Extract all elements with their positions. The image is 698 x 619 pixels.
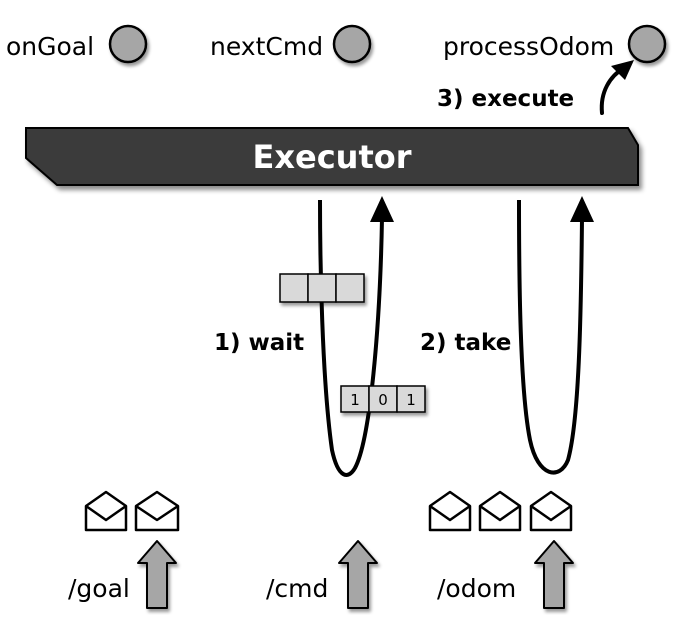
topic-label-goal: /goal — [68, 574, 130, 603]
callback-circle-icon — [627, 24, 667, 64]
wait-loop-arrow — [318, 196, 394, 477]
topic-label-cmd: /cmd — [266, 574, 328, 603]
buffer-cell-value: 1 — [350, 391, 360, 409]
envelope-icon — [134, 490, 180, 532]
take-loop-arrow — [517, 196, 594, 475]
buffer-cell — [307, 273, 337, 303]
odom-input-arrow — [534, 540, 574, 609]
callback-label-process-odom: processOdom — [443, 32, 614, 61]
empty-buffer — [279, 273, 365, 303]
cmd-input-arrow — [338, 540, 378, 609]
callback-label-next-cmd: nextCmd — [210, 32, 323, 61]
callback-label-on-goal: onGoal — [6, 32, 94, 61]
callback-process-odom: processOdom — [443, 24, 667, 64]
executor-label: Executor — [252, 138, 411, 176]
buffer-cell — [335, 273, 365, 303]
envelope-icon — [529, 490, 573, 532]
step-take-label: 2) take — [420, 330, 511, 356]
odom-messages — [428, 490, 573, 532]
execute-arrow — [599, 60, 634, 115]
goal-messages — [84, 490, 180, 532]
executor-banner — [25, 127, 639, 186]
buffer-cell-value: 1 — [406, 391, 416, 409]
callback-on-goal: onGoal — [6, 24, 148, 64]
buffer-cell — [368, 385, 398, 413]
goal-input-arrow — [137, 540, 177, 609]
envelope-icon — [428, 490, 472, 532]
envelope-icon — [84, 490, 128, 532]
buffer-cell-value: 0 — [378, 391, 388, 409]
filled-buffer: 1 0 1 — [340, 385, 426, 413]
callback-next-cmd: nextCmd — [210, 24, 372, 64]
step-wait-label: 1) wait — [214, 330, 304, 356]
envelope-icon — [478, 490, 522, 532]
buffer-cell — [396, 385, 426, 413]
buffer-cell — [340, 385, 370, 413]
buffer-cell — [279, 273, 309, 303]
callback-circle-icon — [108, 24, 148, 64]
topic-label-odom: /odom — [437, 574, 516, 603]
step-execute-label: 3) execute — [437, 86, 574, 112]
callback-circle-icon — [332, 24, 372, 64]
